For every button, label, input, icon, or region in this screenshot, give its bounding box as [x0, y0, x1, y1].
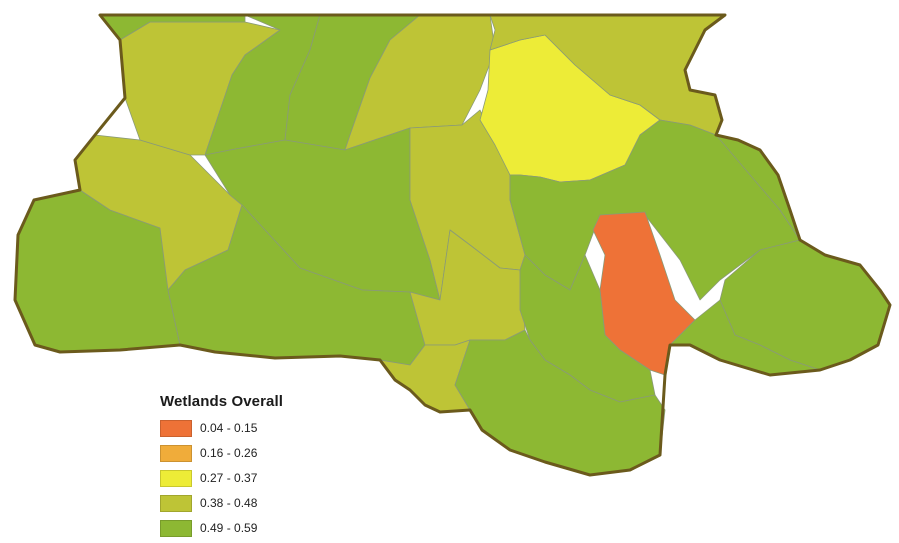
legend-swatch — [160, 469, 192, 487]
legend-label: 0.38 - 0.48 — [200, 496, 258, 510]
legend-item: 0.38 - 0.48 — [160, 493, 360, 513]
region-orange-basin — [592, 211, 696, 376]
legend-title: Wetlands Overall — [160, 393, 284, 410]
legend-item: 0.04 - 0.15 — [160, 418, 360, 438]
legend-swatch — [160, 419, 192, 437]
legend-swatch — [160, 444, 192, 462]
map-legend: Wetlands Overall 0.04 - 0.15 0.16 - 0.26… — [160, 393, 360, 543]
legend-label: 0.16 - 0.26 — [200, 446, 258, 460]
map-outer-boundary — [13, 13, 892, 477]
map-regions — [14, 14, 891, 476]
legend-item: 0.49 - 0.59 — [160, 518, 360, 538]
legend-swatch — [160, 494, 192, 512]
legend-label: 0.04 - 0.15 — [200, 421, 258, 435]
legend-item: 0.27 - 0.37 — [160, 468, 360, 488]
legend-item: 0.16 - 0.26 — [160, 443, 360, 463]
legend-label: 0.27 - 0.37 — [200, 471, 258, 485]
legend-label: 0.49 - 0.59 — [200, 521, 258, 535]
